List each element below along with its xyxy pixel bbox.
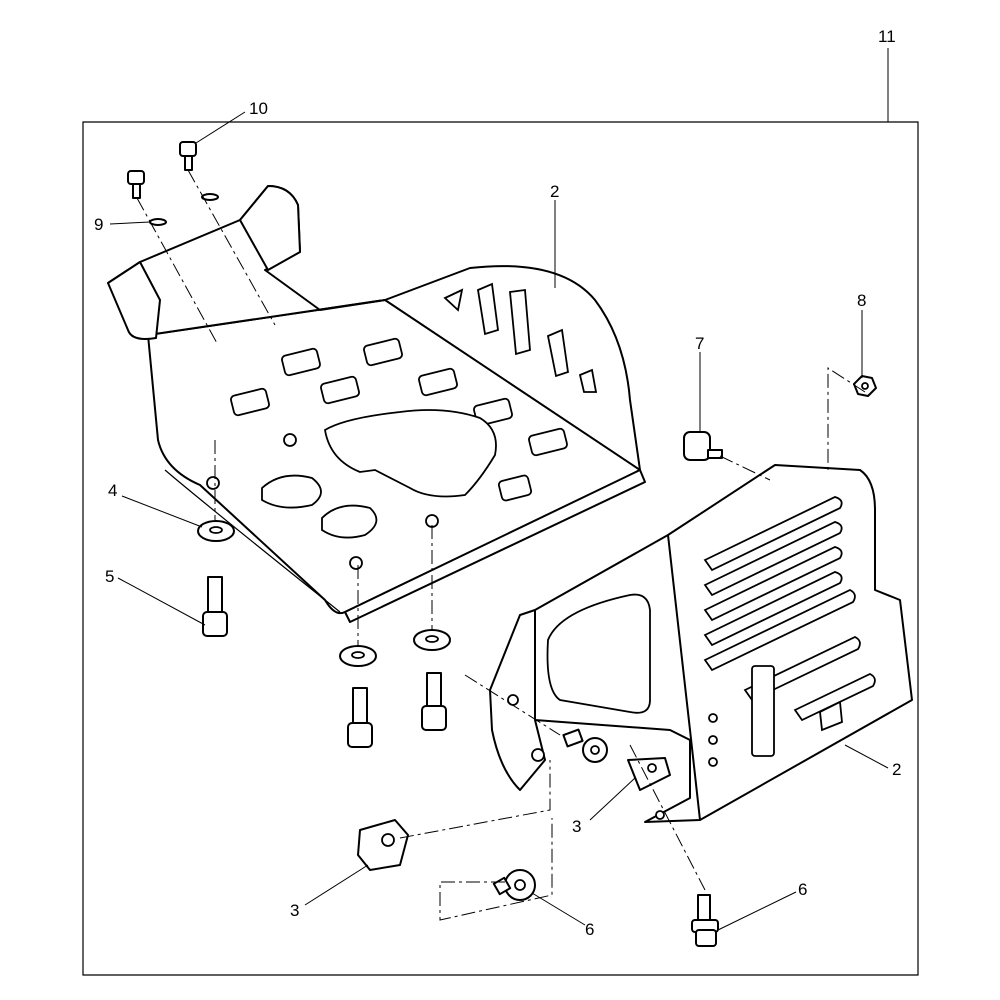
bumper-7: [683, 431, 723, 461]
screw-6-left: [562, 728, 608, 763]
callout-7: 7: [695, 334, 704, 353]
washer-4: [197, 520, 235, 542]
bolt-5-right: [421, 672, 447, 731]
callout-3-right: 3: [572, 817, 581, 836]
guard-slots: [703, 496, 876, 732]
bolt-5-mid: [347, 687, 373, 748]
alignment-lines: [136, 169, 866, 921]
clip-nut-3-left: [357, 819, 409, 871]
callout-8: 8: [857, 291, 866, 310]
callout-10: 10: [249, 99, 268, 118]
washer-9-right: [201, 193, 219, 201]
upper-skid-plate: [107, 185, 646, 623]
leader-lines: [109, 111, 889, 931]
callout-2-upper: 2: [550, 182, 559, 201]
callout-5: 5: [105, 567, 114, 586]
bolt-10-left: [127, 170, 145, 199]
washer-4-right: [413, 629, 451, 651]
callout-2-lower: 2: [892, 760, 901, 779]
screw-6-lower: [492, 869, 536, 901]
callout-6-right: 6: [798, 880, 807, 899]
assembly-frame: [82, 121, 919, 976]
nut-8: [853, 375, 877, 397]
callout-6-lower: 6: [585, 920, 594, 939]
bolt-5: [202, 576, 228, 637]
callout-11: 11: [878, 27, 896, 46]
callout-3-left: 3: [290, 901, 299, 920]
screw-6-bottom: [691, 894, 719, 947]
bolt-10-right: [179, 141, 197, 171]
lower-guard: [489, 464, 913, 823]
washer-9-left: [149, 218, 167, 226]
clip-nut-3-right: [627, 757, 671, 791]
callout-9: 9: [94, 215, 103, 234]
callout-4: 4: [108, 481, 117, 500]
washer-4-mid: [339, 645, 377, 667]
